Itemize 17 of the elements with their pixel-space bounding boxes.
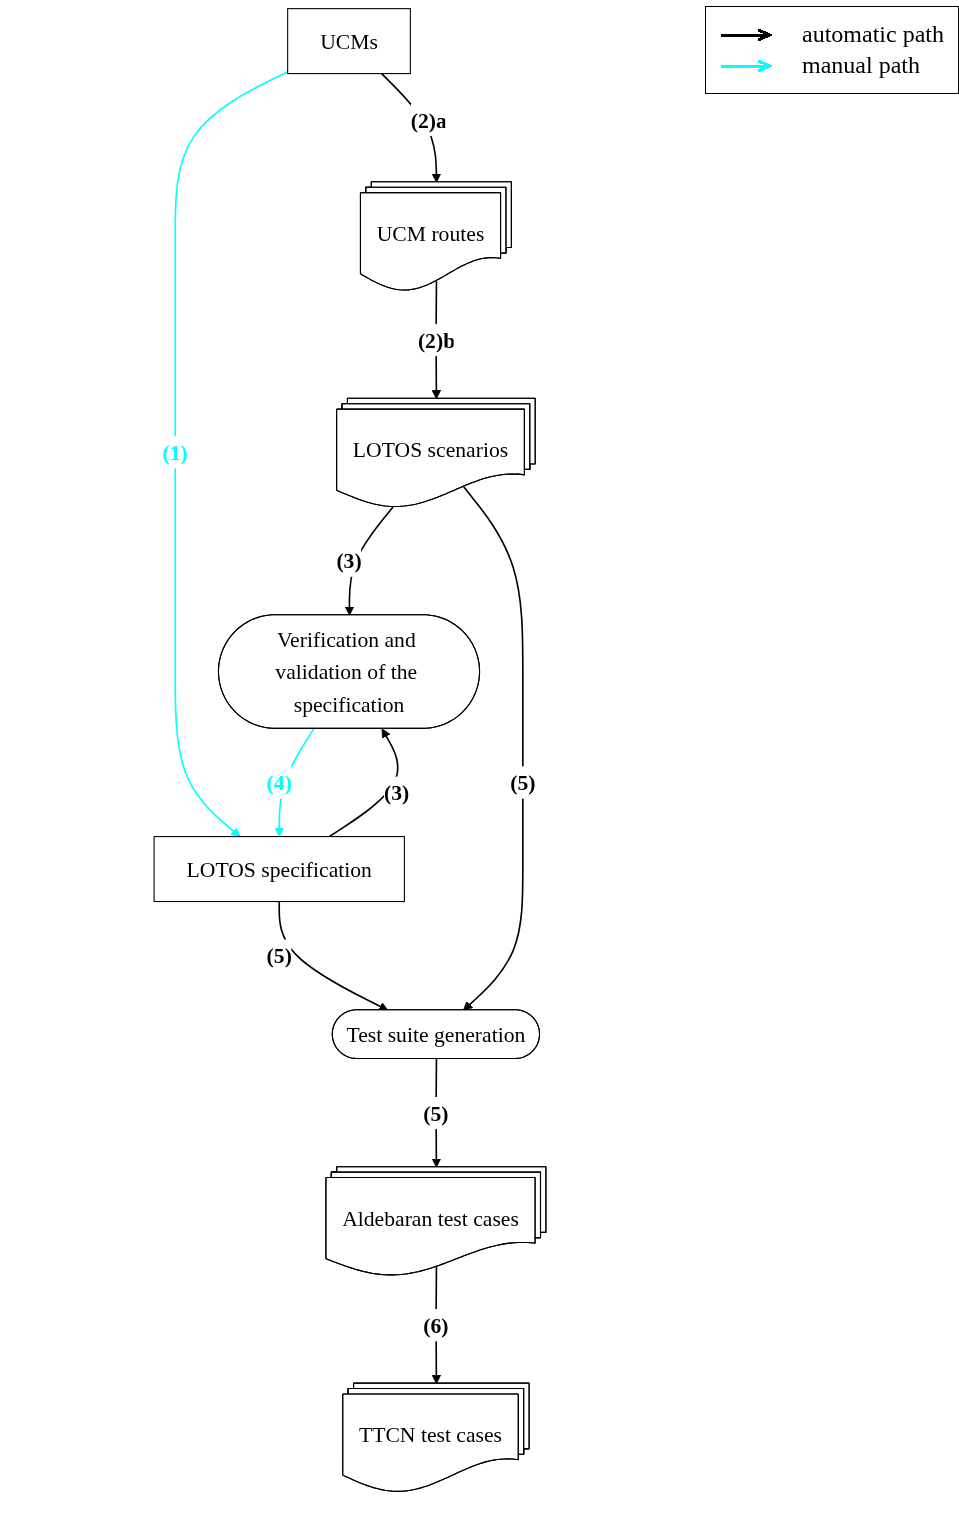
edge-label: (5) [266,943,292,968]
arrow [278,900,389,1011]
arrow [174,70,289,837]
legend-text: automatic path [802,21,944,48]
edge-label: (4) [266,770,292,795]
edge-label: (5) [510,770,536,795]
arrow [462,486,524,1011]
edge-label: (3) [384,780,410,805]
edge-label: (6) [423,1313,449,1338]
edge-label: (3) [336,548,362,573]
edge-label: (5) [423,1101,449,1126]
legend-text: manual path [802,52,920,79]
node-box: UCMs [287,8,411,75]
edge-label: (1) [162,440,188,465]
edge-label: (2)a [410,108,447,132]
edge-label: (2)b [417,328,455,352]
node-box: LOTOS specification [153,836,405,903]
